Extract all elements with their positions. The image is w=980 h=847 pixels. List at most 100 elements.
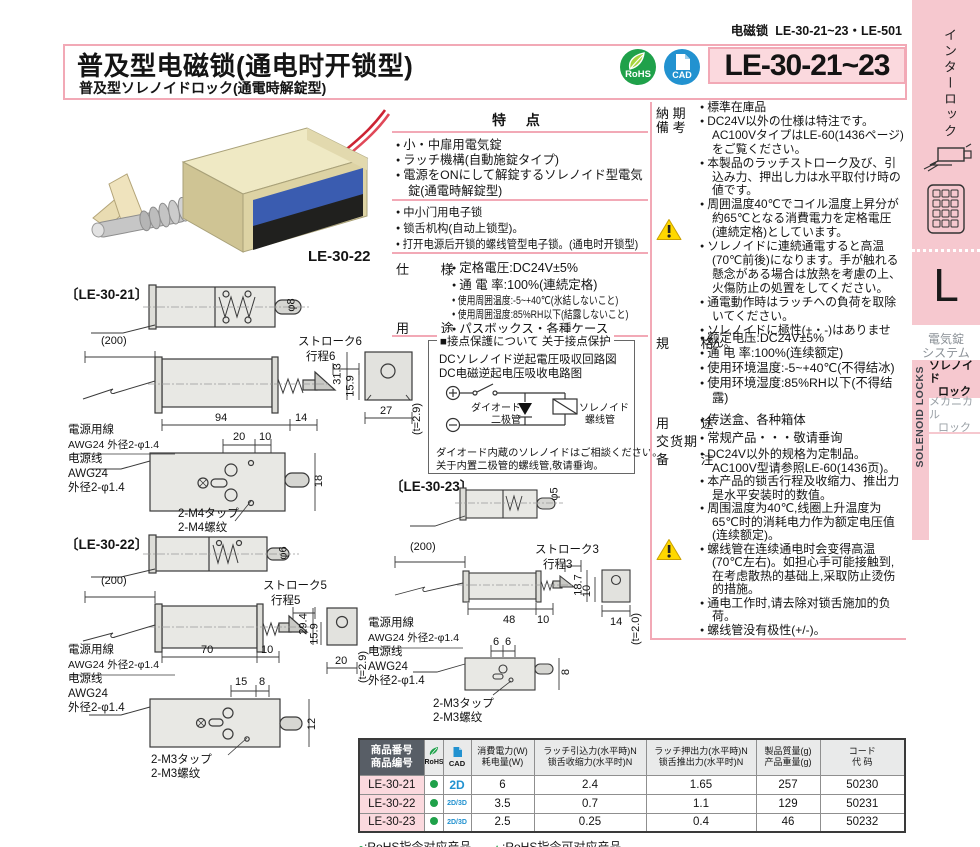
dim-label: 20	[233, 431, 246, 443]
spec-item: 通 電 率:100%(連続定格)	[452, 274, 597, 293]
specs-cn-items: 额定电压:DC24V±5% 通 电 率:100%(连续额定) 使用环境温度:-5…	[700, 331, 906, 406]
drawing-label: 〔LE-30-23〕	[390, 479, 474, 494]
dim-label: 行程3	[543, 559, 573, 571]
column-divider	[650, 102, 652, 640]
contact-box-note-cn: 关于内置二极管的螺线管,敬请垂询。	[436, 461, 604, 472]
sidebar-interlock-label: インターロック	[942, 28, 957, 140]
delivery-label: 納 期	[656, 106, 686, 121]
col-header-pull: ラッチ引込力(水平時)N 锁舌收缩力(水平时)N	[533, 738, 647, 776]
cad-icon-label: CAD	[672, 70, 692, 80]
contact-box-title: ■接点保護について 关于接点保护	[437, 333, 614, 349]
table-row: LE-30-21 2D 6 2.4 1.65 257 50230	[358, 774, 906, 795]
page-subtitle: 普及型ソレノイドロック(通電時解錠型)	[79, 80, 327, 96]
divider	[392, 131, 648, 133]
cad-icon-art	[664, 49, 700, 85]
rohs-dot-icon	[429, 779, 438, 788]
dim-label: φ8	[285, 298, 298, 312]
contact-circuit-art	[445, 383, 578, 433]
cell-cad[interactable]: 2D	[442, 774, 472, 795]
product-photo: LE-30-22	[75, 100, 391, 275]
remark-item: 本产品的锁舌行程及收缩力、推出力是水平安装时的数值。	[700, 474, 906, 502]
sidebar-tab-solenoid-line1: ソレノイド	[929, 359, 973, 385]
col-header-push-jp: ラッチ押出力(水平時)N	[654, 746, 748, 757]
sidebar-tab-mechanical-lock[interactable]: メカニカル ロック	[929, 396, 980, 434]
cell-mass: 257	[755, 774, 821, 795]
dim-label: ストローク5	[263, 580, 327, 592]
contact-protection-box: ■接点保護について 关于接点保护 DCソレノイド逆起電圧吸収回路図 DC电磁逆起…	[428, 333, 663, 474]
dim-label: (200)	[101, 575, 127, 587]
wire-label-jp1: 電源用線	[68, 644, 114, 656]
col-header-code: コード 代 码	[819, 738, 906, 776]
dim-label: φ6	[277, 546, 290, 560]
keypad-icon	[927, 184, 965, 234]
wire-label-jp2: AWG24 外径2-φ1.4	[68, 438, 160, 451]
cell-cad[interactable]: 2D/3D	[442, 793, 472, 814]
cell-code: 50231	[819, 793, 906, 814]
cell-model: LE-30-21	[358, 774, 425, 795]
use-jp-label: 用 途	[396, 321, 468, 336]
dim-label: 20	[335, 655, 348, 667]
cell-model: LE-30-22	[358, 793, 425, 814]
page-header-models: LE-30-21~23・LE-501	[775, 24, 902, 38]
cell-mass: 46	[755, 812, 821, 833]
note-item: 通電動作時はラッチへの負荷を取除いてください。	[700, 295, 906, 324]
sidebar-tab-solenoid-line2: ロック	[938, 385, 971, 398]
remark-item: 通电工作时,请去除对锁舌施加的负荷。	[700, 596, 906, 624]
dim-label: 70	[201, 644, 214, 656]
product-table: 商品番号 商品编号 RoHS CAD 消費電力(W) 耗电量(W) ラッチ引込力…	[358, 738, 906, 833]
remark-item: 周围温度为40℃,线圈上升温度为65℃时的消耗电力作为额定电压值(连续额定)。	[700, 501, 906, 543]
col-header-rohs-label: RoHS	[424, 759, 443, 767]
dim-label: φ5	[548, 487, 561, 501]
cell-push: 0.4	[645, 812, 757, 833]
green-triangle-glyph: ▲	[492, 843, 502, 847]
power-wire-labels: 電源用線 AWG24 外径2-φ1.4 电源线 AWG24 外径2-φ1.4	[68, 423, 159, 496]
contact-box-line-jp: DCソレノイド逆起電圧吸収回路図	[439, 354, 617, 366]
wire-label-cn2: AWG24	[68, 467, 108, 480]
cell-cad[interactable]: 2D/3D	[442, 812, 472, 833]
product-photo-art	[91, 109, 391, 253]
remarks-jp-label: 備 考	[656, 120, 686, 135]
rohs-dot-icon	[429, 817, 438, 826]
col-header-mass-cn: 产品重量(g)	[764, 757, 812, 768]
tap-label-jp: 2-M4タップ	[178, 508, 239, 520]
col-header-push: ラッチ押出力(水平時)N 锁舌推出力(水平时)N	[645, 738, 757, 776]
delivery-cn-label: 交货期	[656, 434, 699, 449]
power-wire-labels: 電源用線 AWG24 外径2-φ1.4 电源线 AWG24 外径2-φ1.4	[68, 643, 159, 716]
dim-label: 行程6	[306, 351, 336, 363]
note-item: DC24V以外の仕様は特注です。AC100VタイプはLE-60(1436ページ)…	[700, 114, 906, 157]
sidebar-solenoid-locks-strip: SOLENOID LOCKS	[912, 360, 929, 540]
leaf-icon	[429, 747, 438, 756]
power-wire-labels: 電源用線 AWG24 外径2-φ1.4 电源线 AWG24 外径2-φ1.4	[368, 616, 459, 689]
dim-label: 行程5	[271, 595, 301, 607]
dim-label: 14	[610, 616, 623, 628]
part-number: LE-30-21~23	[724, 48, 891, 82]
dim-label: 18	[313, 474, 326, 488]
note-item: 周囲温度40℃でコイル温度上昇分が約65℃となる消費電力を定格電圧(連続定格)と…	[700, 197, 906, 240]
sidebar-section-letter: L	[933, 259, 959, 311]
feature-item: 打开电源后开锁的螺线管型电子锁。(通电时开锁型)	[396, 237, 639, 253]
cell-push: 1.65	[645, 774, 757, 795]
rohs-icon-art	[620, 49, 656, 85]
cell-pull: 2.4	[533, 774, 647, 795]
delivery-cn-item: 常规产品・・・敬请垂询	[700, 431, 918, 446]
sidebar-tab-mechanical-line2: ロック	[938, 421, 971, 434]
sidebar-system-line1: 電気錠	[927, 332, 964, 346]
dim-label: ストローク3	[535, 544, 599, 556]
title-block: 普及型电磁锁(通电时开锁型) 普及型ソレノイドロック(通電時解錠型) RoHS …	[63, 44, 907, 100]
table-row: LE-30-23 2D/3D 2.5 0.25 0.4 46 50232	[358, 812, 906, 833]
solenoid-label-jp: ソレノイド	[579, 403, 629, 414]
product-table-wrap: 商品番号 商品编号 RoHS CAD 消費電力(W) 耗电量(W) ラッチ引込力…	[358, 738, 906, 847]
wire-label-cn3: 外径2-φ1.4	[68, 482, 125, 494]
tap-label-cn: 2-M3螺纹	[433, 712, 483, 724]
dim-label: 10	[259, 431, 272, 443]
sidebar-tab-solenoid-lock[interactable]: ソレノイド ロック	[929, 360, 980, 398]
col-header-push-cn: 锁舌推出力(水平时)N	[658, 757, 744, 768]
cell-power: 2.5	[470, 812, 535, 833]
warning-icon	[656, 219, 682, 240]
dim-label: 15	[235, 676, 248, 688]
spec-item: 使用周囲温度:-5~+40℃(氷結しないこと)	[452, 292, 618, 308]
delivery-notes-jp: 標準在庫品 DC24V以外の仕様は特注です。AC100VタイプはLE-60(14…	[700, 100, 906, 351]
col-header-pull-jp: ラッチ引込力(水平時)N	[543, 746, 637, 757]
cad-icon: CAD	[663, 48, 701, 86]
